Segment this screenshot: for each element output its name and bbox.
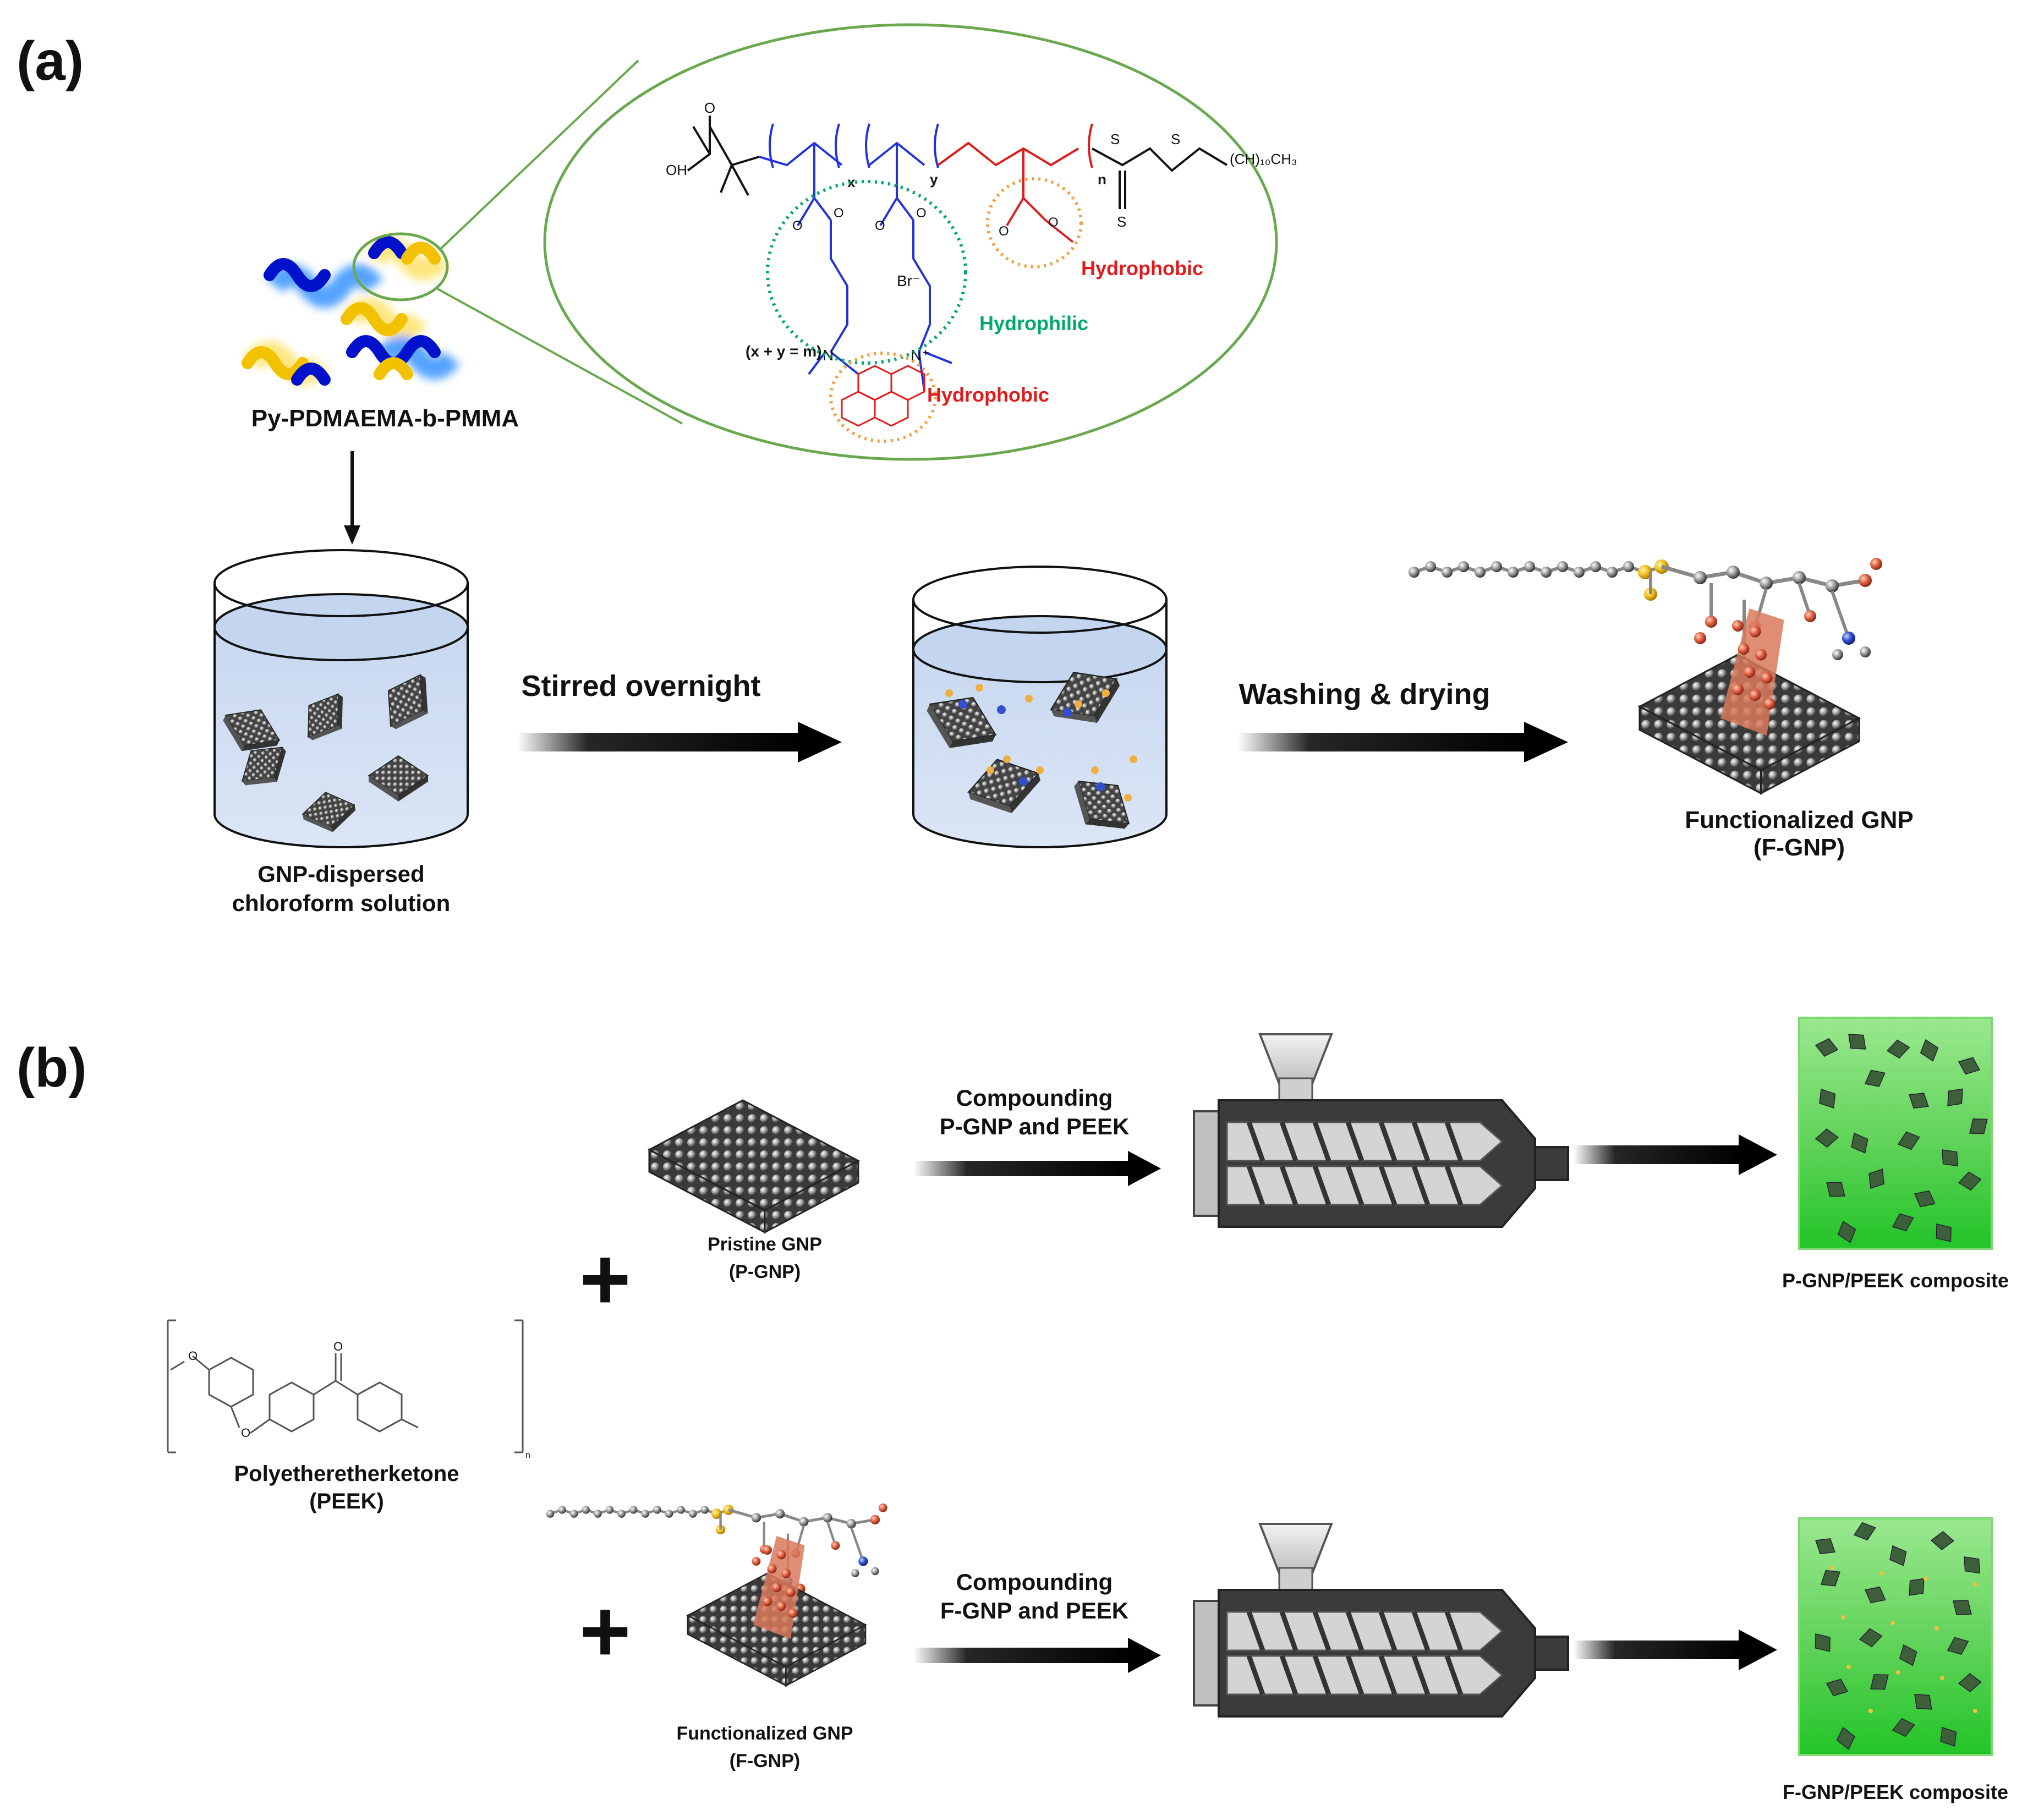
- structure-zoom-ellipse: [543, 23, 1278, 461]
- pyrene-ring: [841, 365, 925, 427]
- fgnp-peek-composite-cube: [1798, 1517, 1993, 1756]
- hydrophilic-label: Hydrophilic: [979, 312, 1088, 334]
- plus-top: +: [579, 1230, 631, 1328]
- arrow-compounding-top: [913, 1151, 1161, 1186]
- arrow-compounding-bottom: [913, 1638, 1161, 1673]
- pgnp-caption-1: Pristine GNP: [708, 1234, 822, 1255]
- compound-top-line1: Compounding: [956, 1085, 1113, 1111]
- extruder-top: [1194, 1034, 1568, 1227]
- pgnp-caption-2: (P-GNP): [729, 1261, 801, 1282]
- arrow-to-composite-bottom: [1574, 1630, 1777, 1670]
- sulfur-3: S: [1117, 213, 1126, 230]
- amine-n: N: [823, 347, 834, 364]
- beaker1-caption-1: GNP-dispersed: [257, 861, 424, 887]
- compound-top-line2: P-GNP and PEEK: [940, 1113, 1130, 1139]
- compound-bottom-line1: Compounding: [956, 1569, 1113, 1595]
- bromide: Br⁻: [897, 272, 920, 289]
- pgnp-peek-composite-cube: [1798, 1017, 1993, 1250]
- arrow-stirred: [517, 722, 842, 762]
- svg-text:O: O: [1048, 215, 1059, 230]
- hydrophobic-label-bottom: Hydrophobic: [927, 383, 1049, 406]
- sulfur-1: S: [1110, 131, 1120, 147]
- pristine-gnp-model: [648, 1099, 859, 1233]
- hydrophilic-region: [766, 180, 967, 365]
- fgnp-composite-caption: F-GNP/PEEK composite: [1783, 1781, 2008, 1803]
- svg-text:O: O: [704, 100, 715, 116]
- beaker-gnp-dispersed: [213, 549, 469, 848]
- sulfur-2: S: [1171, 131, 1180, 147]
- product-caption-2: (F-GNP): [1753, 834, 1845, 861]
- arrow1-label: Stirred overnight: [521, 670, 760, 703]
- beaker1-caption-2: chloroform solution: [232, 890, 451, 916]
- arrow-to-composite-top: [1574, 1134, 1777, 1175]
- chemical-structure: O OH O O O O x y N N⁺: [666, 100, 1297, 443]
- ratio-label: (x + y = m): [746, 343, 822, 360]
- svg-text:O: O: [875, 218, 885, 233]
- panel-a-label: (a): [17, 30, 84, 92]
- peek-structure: [167, 1319, 524, 1453]
- peek-o3: O: [333, 1340, 343, 1353]
- y-subscript: y: [930, 171, 938, 188]
- peek-n: n: [525, 1451, 530, 1460]
- compound-bottom-line2: F-GNP and PEEK: [940, 1598, 1128, 1623]
- panel-b-label: (b): [17, 1037, 87, 1099]
- peek-o1: O: [188, 1349, 198, 1363]
- x-subscript: x: [847, 174, 856, 190]
- hydrophobic-region-bottom: [829, 352, 937, 443]
- arrow2-label: Washing & drying: [1239, 678, 1490, 711]
- down-arrow: [344, 525, 360, 545]
- polymer-coil-cluster: [242, 236, 460, 386]
- svg-text:O: O: [999, 224, 1009, 239]
- fgnp-caption-2: (F-GNP): [730, 1751, 800, 1771]
- n-subscript: n: [1098, 171, 1106, 188]
- fgnp-product-model: [1409, 558, 1882, 794]
- product-caption-1: Functionalized GNP: [1685, 806, 1914, 833]
- oh-group: OH: [666, 162, 687, 178]
- hydrophobic-region-top: [986, 177, 1083, 268]
- svg-text:O: O: [916, 206, 927, 221]
- peek-caption-1: Polyetheretherketone: [234, 1462, 459, 1486]
- svg-text:O: O: [834, 206, 844, 221]
- fgnp-caption-1: Functionalized GNP: [676, 1723, 853, 1744]
- beaker-functionalizing: [912, 566, 1168, 848]
- zoom-circle: [352, 232, 449, 301]
- arrow-washing: [1238, 722, 1568, 762]
- plus-bottom: +: [579, 1582, 631, 1680]
- extruder-bottom: [1194, 1524, 1568, 1716]
- peek-caption-2: (PEEK): [309, 1489, 384, 1513]
- chain-end: (CH)₁₀CH₃: [1230, 151, 1297, 167]
- hydrophobic-label-top: Hydrophobic: [1081, 257, 1203, 279]
- peek-o2: O: [241, 1426, 250, 1440]
- svg-text:O: O: [792, 218, 803, 233]
- pgnp-composite-caption: P-GNP/PEEK composite: [1782, 1269, 2009, 1292]
- polymer-name: Py-PDMAEMA-b-PMMA: [251, 405, 519, 432]
